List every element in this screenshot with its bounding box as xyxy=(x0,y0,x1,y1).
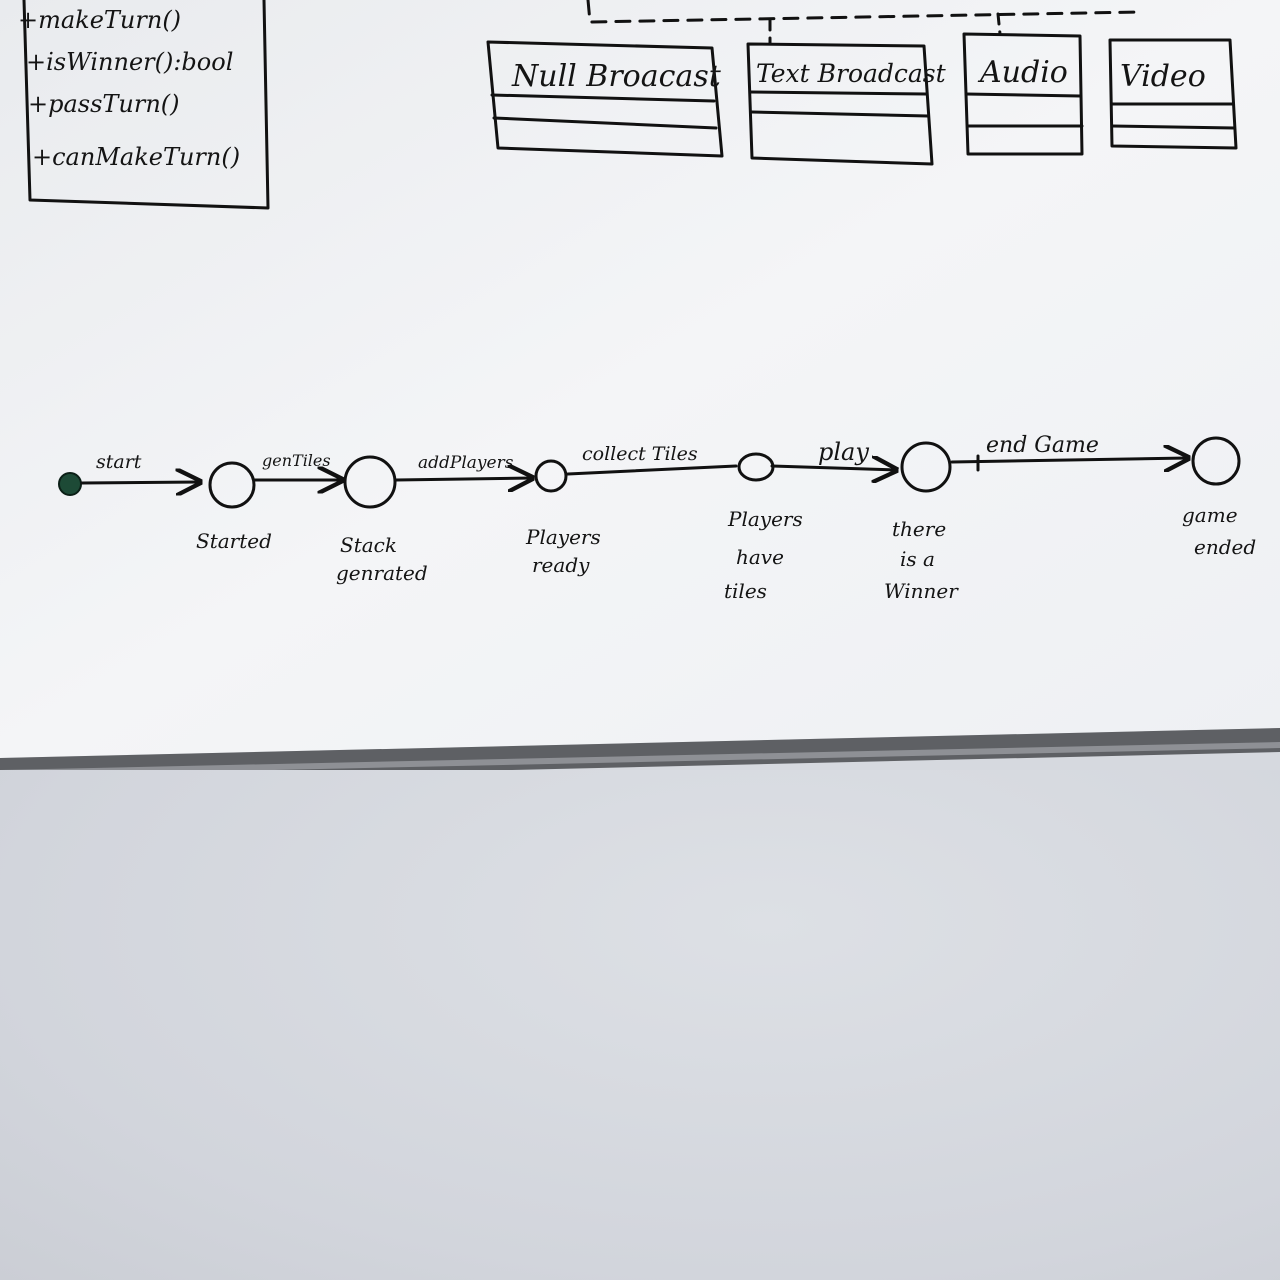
whiteboard-drawing: +makeTurn() +isWinner():bool +passTurn()… xyxy=(0,0,1280,770)
transition-arrow xyxy=(80,482,200,483)
state-node xyxy=(737,452,775,482)
method-line: +canMakeTurn() xyxy=(32,143,240,171)
class-box-text-broadcast: Text Broadcast xyxy=(746,42,947,166)
svg-text:ended: ended xyxy=(1194,535,1256,559)
svg-text:tiles: tiles xyxy=(724,579,767,603)
transition-label: end Game xyxy=(986,433,1099,458)
transition-arrow xyxy=(394,478,532,480)
initial-node xyxy=(58,472,82,496)
dashed-connectors xyxy=(586,0,1142,46)
state-node xyxy=(900,441,952,493)
class-box-null-broadcast: Null Broacast xyxy=(486,40,724,158)
state-node xyxy=(208,461,256,509)
svg-text:have: have xyxy=(736,545,784,569)
svg-text:genrated: genrated xyxy=(336,561,428,585)
class-name: Text Broadcast xyxy=(756,59,947,88)
transition-label: addPlayers xyxy=(418,453,514,473)
svg-text:ready: ready xyxy=(532,553,590,577)
transition-label: collect Tiles xyxy=(582,443,698,465)
svg-text:there: there xyxy=(892,517,946,541)
state-node xyxy=(1191,436,1241,486)
class-name: Audio xyxy=(977,55,1068,90)
svg-text:game: game xyxy=(1182,503,1238,527)
svg-text:Started: Started xyxy=(196,529,272,553)
transition-label: start xyxy=(96,451,142,473)
method-line: +makeTurn() xyxy=(18,6,181,34)
whiteboard: +makeTurn() +isWinner():bool +passTurn()… xyxy=(0,0,1280,770)
transition-arrow xyxy=(566,464,738,476)
wall xyxy=(0,770,1280,1280)
transition-label: play xyxy=(818,438,869,466)
method-line: +isWinner():bool xyxy=(26,48,233,76)
class-box-video: Video xyxy=(1108,38,1238,150)
transition-label: genTiles xyxy=(262,451,331,470)
class-name: Video xyxy=(1120,59,1206,94)
state-label: Players have tiles xyxy=(724,507,803,603)
methods-class-box: +makeTurn() +isWinner():bool +passTurn()… xyxy=(18,0,270,210)
class-name: Null Broacast xyxy=(511,59,722,94)
svg-text:Players: Players xyxy=(727,507,803,531)
state-label: Started xyxy=(196,529,272,553)
state-node xyxy=(534,459,568,493)
transition-arrow xyxy=(950,458,1188,462)
method-line: +passTurn() xyxy=(28,90,180,118)
svg-text:Stack: Stack xyxy=(340,533,397,557)
svg-text:Players: Players xyxy=(525,525,601,549)
svg-text:Winner: Winner xyxy=(884,579,959,603)
state-label: game ended xyxy=(1182,503,1256,559)
class-box-audio: Audio xyxy=(962,32,1084,156)
state-node xyxy=(343,455,397,509)
state-label: Players ready xyxy=(525,525,601,577)
board-surface xyxy=(0,0,1280,758)
state-machine: start genTiles addPlayers collect Tiles … xyxy=(58,433,1256,603)
board-frame xyxy=(0,728,1280,770)
state-label: there is a Winner xyxy=(884,517,959,603)
transition-arrow xyxy=(770,466,896,470)
state-label: Stack genrated xyxy=(336,533,428,585)
svg-text:is a: is a xyxy=(900,547,935,571)
